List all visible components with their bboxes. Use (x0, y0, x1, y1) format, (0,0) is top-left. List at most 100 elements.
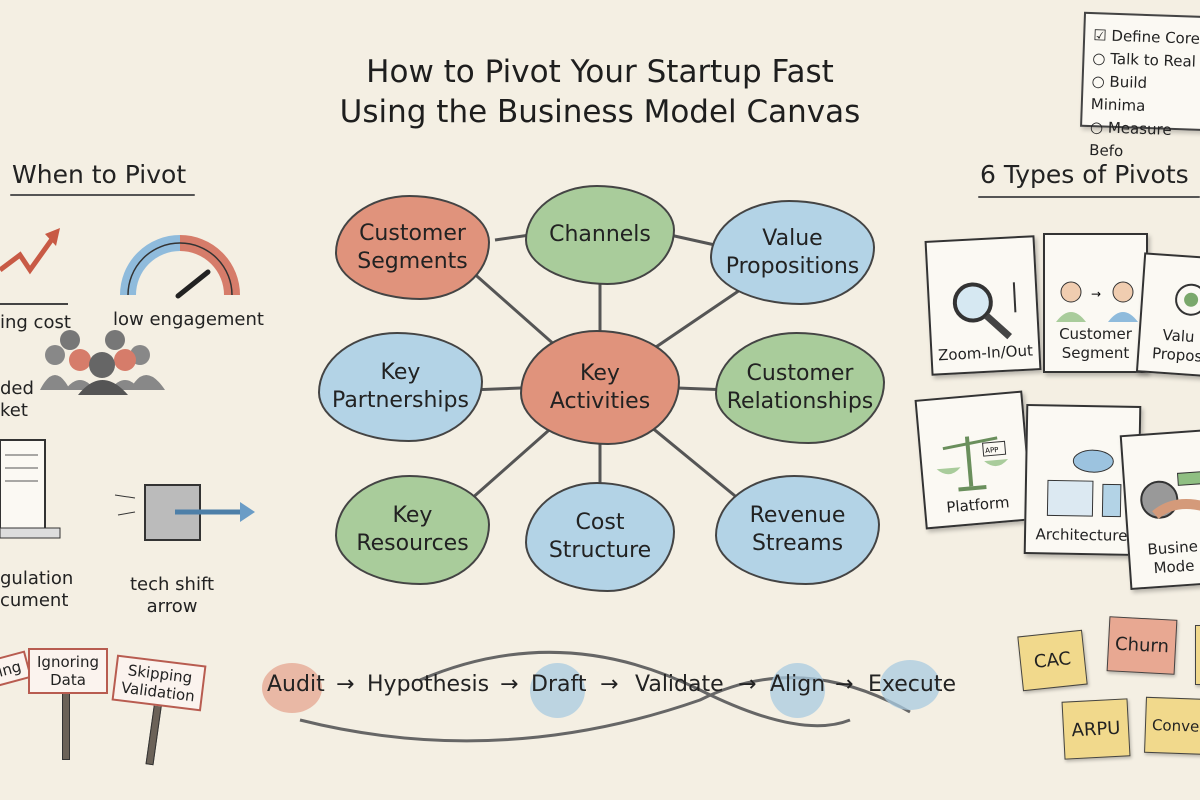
sticky-partial (1195, 625, 1200, 685)
block-label: Customer (359, 220, 466, 246)
checklist-label: Talk to Real (1109, 49, 1197, 71)
flow-step-align: Align (770, 672, 826, 697)
label-line: ded (0, 378, 34, 399)
sticky-conversion: Convers (1144, 696, 1200, 756)
checklist-card: ☑ Define Core ○ Talk to Real ○ Build Min… (1080, 11, 1200, 160)
block-label: Resources (356, 531, 469, 556)
rising-arrow-chart-icon (0, 228, 68, 305)
label-line: ket (0, 400, 28, 421)
block-label: Structure (548, 538, 652, 563)
block-label: Revenue (749, 503, 846, 528)
scale-icon: APP (936, 436, 1009, 492)
card-label: Customer (1059, 325, 1132, 343)
flow-step-draft: Draft (531, 672, 587, 697)
flow-arrow: → (500, 672, 519, 697)
pivot-card-customer-segment: → Customer Segment (1043, 233, 1148, 373)
svg-text:→: → (1091, 287, 1101, 301)
when-to-pivot-heading: When to Pivot (12, 160, 187, 189)
block-label: Key (580, 360, 620, 386)
sticky-churn: Churn (1106, 616, 1178, 675)
pivot-card-business-model: Busine Mode (1119, 429, 1200, 590)
flow-swoosh (299, 650, 911, 743)
block-label: Propositions (725, 253, 860, 279)
flow-arrow: → (738, 672, 757, 697)
label-line: gulation (0, 568, 74, 589)
regulation-document-label: gulation cument (0, 568, 73, 612)
audit-highlight (262, 663, 322, 713)
flow-step-hypothesis: Hypothesis (367, 672, 490, 697)
gauge-icon (120, 235, 240, 299)
align-highlight (770, 663, 825, 718)
flow-arrow: → (336, 672, 355, 697)
sticky-cac: CAC (1017, 629, 1088, 692)
card-label: Zoom-In/Out (937, 341, 1034, 365)
execute-highlight (880, 660, 940, 710)
rising-cost-label: ing cost (0, 312, 71, 333)
handshake-gear-icon (1140, 471, 1200, 519)
magnifier-icon (952, 282, 1017, 340)
crowded-market-label: ded ket (0, 378, 34, 422)
chip-arrow-icon (114, 484, 255, 541)
flow-step-execute: Execute (868, 672, 956, 697)
card-label: Segment (1061, 344, 1130, 362)
block-label: Partnerships (332, 388, 469, 413)
pivot-card-zoom: Zoom-In/Out (924, 235, 1042, 376)
left-icons (0, 228, 255, 541)
checklist-label: Build Minima (1090, 72, 1148, 115)
block-label: Relationships (726, 389, 874, 414)
block-label: Segments (357, 248, 468, 274)
types-of-pivots-heading: 6 Types of Pivots (980, 160, 1189, 189)
block-label: Streams (751, 531, 844, 556)
lightbulb-gear-icon (1175, 283, 1200, 316)
flow-step-audit: Audit (267, 672, 325, 697)
low-engagement-label: low engagement (113, 309, 264, 330)
heading-underline (10, 194, 195, 196)
checklist-label: Measure Befo (1088, 118, 1172, 161)
block-label: Activities (549, 388, 651, 414)
document-icon (0, 439, 61, 539)
card-label: Architecture (1035, 525, 1128, 545)
sticky-arpu: ARPU (1061, 698, 1131, 760)
people-swap-icon: → (1055, 281, 1138, 322)
card-label: Platform (945, 493, 1011, 517)
app-badge: APP (985, 446, 999, 455)
block-label: Key (392, 503, 433, 528)
draft-highlight (530, 663, 585, 718)
title-line-1: How to Pivot Your Startup Fast (366, 54, 834, 90)
flow-step-validate: Validate (635, 672, 724, 697)
tech-shift-label: tech shift arrow (130, 574, 214, 618)
checklist-label: Define Core (1111, 26, 1200, 48)
pivot-card-platform: APP Platform (914, 390, 1034, 530)
card-label: Propos (1151, 344, 1200, 366)
crowd-icon (40, 330, 165, 395)
heading-underline (978, 196, 1200, 198)
pivot-card-architecture: Architecture (1023, 404, 1142, 556)
checklist-item[interactable]: ○ Build Minima (1090, 72, 1148, 115)
card-label: Mode (1152, 556, 1196, 578)
block-label: Channels (549, 222, 651, 247)
title-line-2: Using the Business Model Canvas (339, 94, 861, 130)
block-label: Value (762, 225, 823, 251)
checklist-item[interactable]: ○ Measure Befo (1088, 118, 1172, 161)
page-title: How to Pivot Your Startup Fast Using the… (0, 52, 1200, 132)
flow-arrow: → (835, 672, 854, 697)
block-label: Customer (746, 361, 854, 386)
cloud-server-icon (1046, 449, 1121, 518)
flow-arrow: → (600, 672, 619, 697)
pivot-card-value-proposition: Valu Propos (1135, 252, 1200, 378)
label-line: arrow (146, 596, 198, 617)
sign-ignoring-data: Ignoring Data (28, 648, 108, 694)
label-line: tech shift (130, 574, 215, 595)
block-label: Cost (575, 510, 625, 535)
card-label: Valu (1161, 325, 1196, 347)
block-channels: Channels (525, 185, 675, 285)
block-label: Key (380, 360, 421, 385)
